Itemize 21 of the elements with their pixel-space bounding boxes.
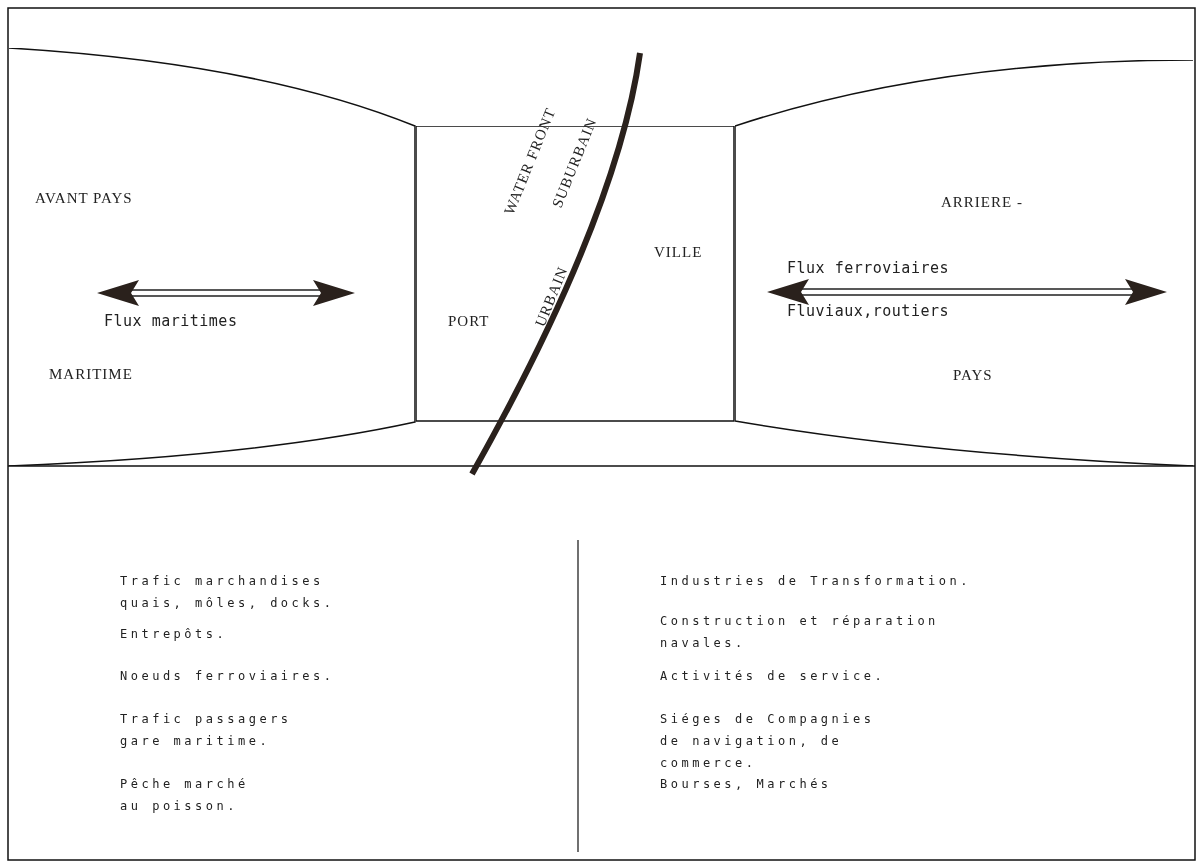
region-label: PAYS (953, 367, 993, 384)
region-label: PORT (448, 313, 490, 330)
activity-text: Trafic passagers gare maritime. (120, 711, 293, 750)
activity-text: Entrepôts. (120, 626, 229, 643)
region-label: Flux ferroviaires (787, 259, 950, 277)
foreland-region (9, 48, 416, 466)
activity-text: Industries de Transformation. (660, 573, 972, 590)
activity-text: Bourses, Marchés (660, 776, 833, 793)
region-label: MARITIME (49, 366, 133, 383)
activity-text: Activités de service. (660, 668, 887, 685)
activity-text: Siéges de Compagnies de navigation, de commerce. (660, 711, 876, 772)
hinterland-region (735, 60, 1195, 466)
region-label: Flux maritimes (104, 312, 238, 330)
region-label: VILLE (654, 244, 703, 261)
activity-text: Noeuds ferroviaires. (120, 668, 336, 685)
activity-text: Construction et réparation navales. (660, 613, 940, 652)
activity-text: Trafic marchandises quais, môles, docks. (120, 573, 336, 612)
region-label: ARRIERE - (941, 194, 1023, 211)
activity-text: Pêche marché au poisson. (120, 776, 250, 815)
region-label: Fluviaux,routiers (787, 302, 950, 320)
region-label: AVANT PAYS (35, 190, 133, 207)
